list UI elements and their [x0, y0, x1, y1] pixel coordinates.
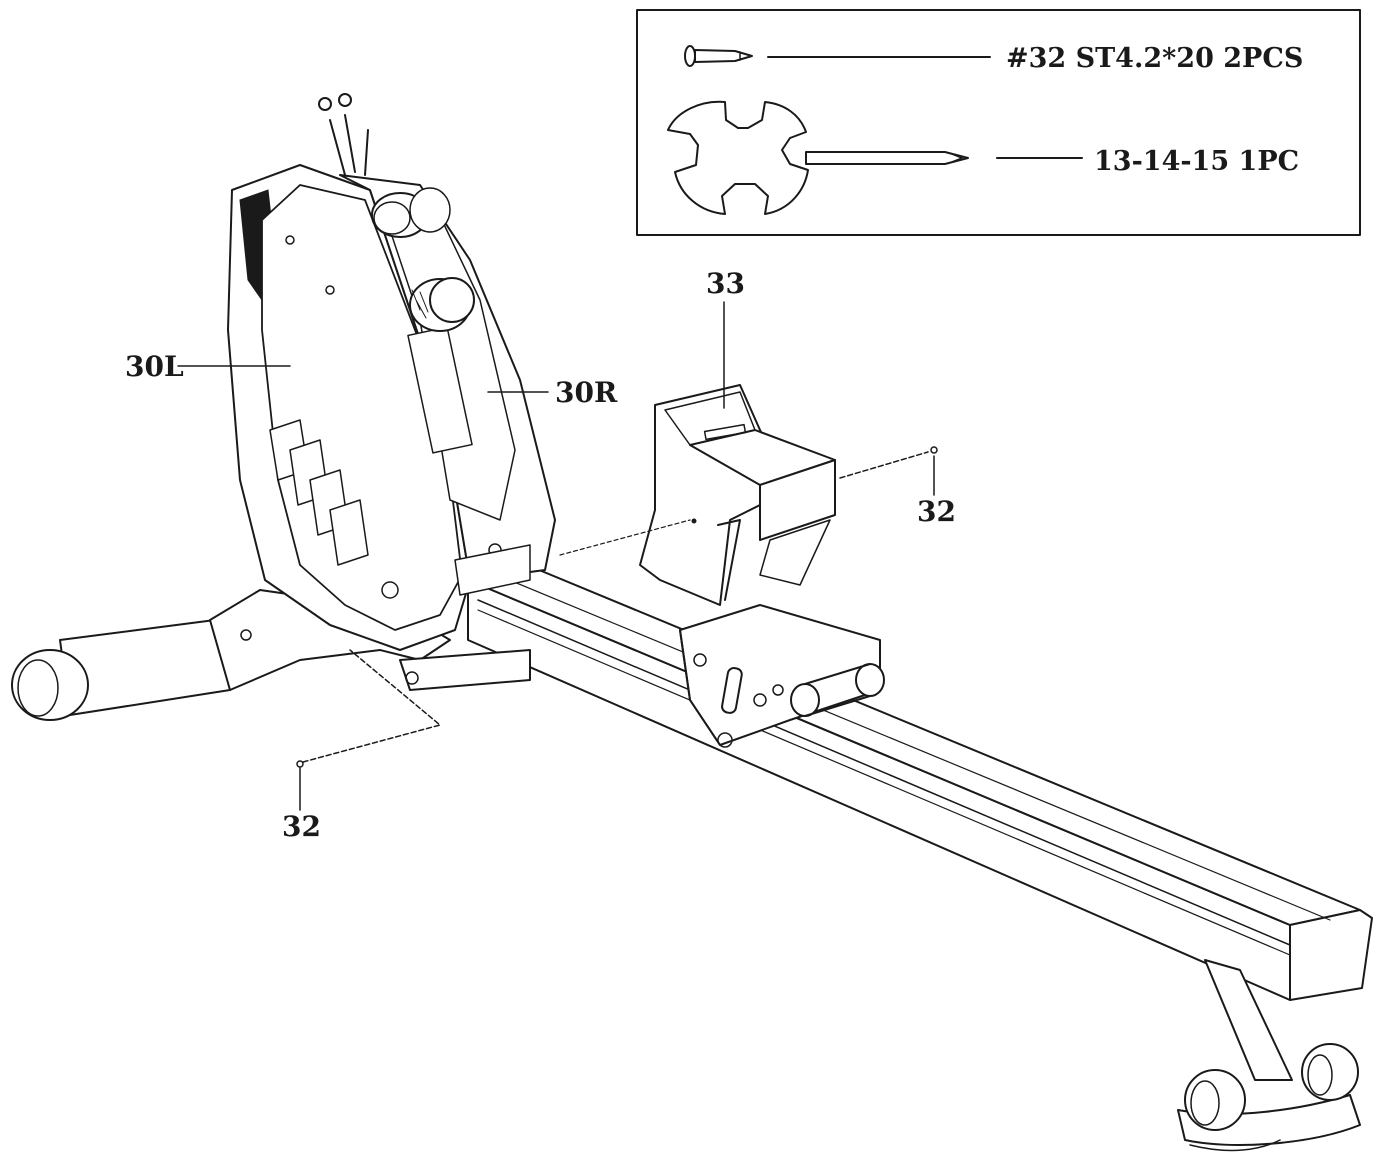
- label-part-30R: 30R: [555, 376, 618, 409]
- monitor-bracket: [639, 384, 836, 606]
- label-part-32-bottom: 32: [282, 810, 321, 843]
- screw-label: #32 ST4.2*20 2PCS: [1006, 43, 1303, 74]
- callout-33: 33: [706, 267, 745, 409]
- wrench-label: 13-14-15 1PC: [1094, 146, 1299, 177]
- wrench-icon: [667, 100, 969, 215]
- hardware-box: #32 ST4.2*20 2PCS 13-14-15 1PC: [636, 9, 1361, 236]
- callout-32-right: 32: [917, 455, 956, 528]
- vent-slots: [269, 419, 369, 566]
- rear-stabilizer: [1177, 959, 1361, 1152]
- label-part-32-right: 32: [917, 495, 956, 528]
- screw-32-bottom: [296, 649, 441, 768]
- label-part-33: 33: [706, 267, 745, 300]
- bracket-screw-path: [559, 519, 691, 556]
- callout-30L: 30L: [125, 350, 291, 383]
- hardware-box-border: [636, 9, 1361, 236]
- label-part-30L: 30L: [125, 350, 184, 383]
- wire-bundle: [318, 93, 369, 176]
- seat-carriage: [679, 604, 885, 748]
- front-frame-assembly: [227, 93, 556, 651]
- screw-32-right: [839, 446, 938, 479]
- callout-30R: 30R: [487, 376, 618, 409]
- callout-32-bottom: 32: [282, 767, 321, 843]
- main-rail: [467, 559, 1373, 1001]
- screw-icon: [684, 45, 753, 67]
